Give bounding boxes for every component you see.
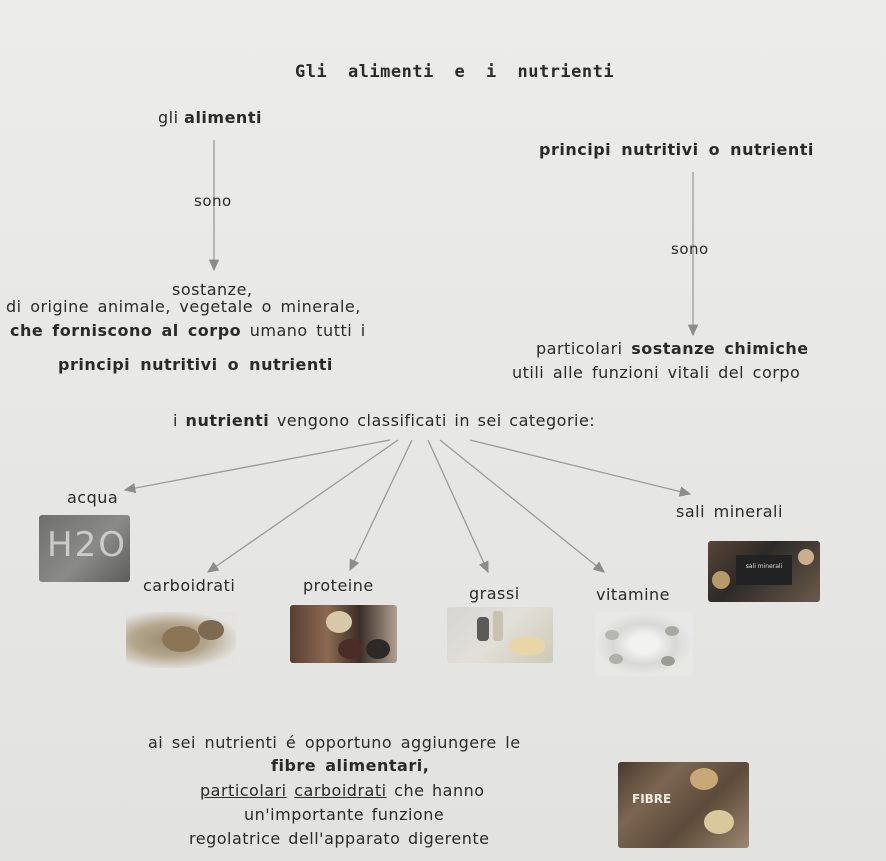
principi-heading: principi nutritivi o nutrienti (539, 140, 814, 159)
proteins-image (290, 605, 397, 663)
footer-underlined-particolari: particolari (200, 781, 287, 800)
carbohydrates-image (126, 612, 236, 668)
left-line-origine: di origine animale, vegetale o minerale, (6, 297, 361, 316)
right-line-bold: sostanze chimiche (631, 339, 809, 358)
left-line-forniscono-bold: che forniscono al corpo (10, 321, 242, 340)
footer-underlined-carboidrati: carboidrati (294, 781, 387, 800)
left-line-sostanze: sostanze, (172, 280, 253, 299)
left-line-forniscono: che forniscono al corpo umano tutti i (10, 321, 366, 340)
arrow-to-grassi (427, 439, 489, 574)
arrow-to-vitamine (439, 439, 606, 573)
category-grassi: grassi (469, 584, 520, 603)
classification-sentence: i nutrienti vengono classificati in sei … (173, 411, 595, 430)
alimenti-heading-bold: alimenti (184, 108, 262, 127)
footer-line-3: particolari carboidrati che hanno (200, 781, 485, 800)
category-acqua: acqua (67, 488, 119, 507)
water-image-label: H2O (47, 525, 127, 565)
page-title: Gli alimenti e i nutrienti (295, 62, 615, 82)
alimenti-heading-plain: gli (158, 108, 179, 127)
alimenti-heading: gli alimenti (158, 108, 262, 127)
footer-line-3-rest: che hanno (394, 781, 485, 800)
arrow-to-carboidrati (206, 439, 399, 573)
right-line-plain: particolari (536, 339, 623, 358)
water-image: H2O (39, 515, 130, 582)
classification-bold: nutrienti (185, 411, 270, 430)
right-line-sostanze-chimiche: particolari sostanze chimiche (536, 339, 809, 358)
left-line-forniscono-rest: umano tutti i (249, 321, 366, 340)
footer-line-1: ai sei nutrienti é opportuno aggiungere … (148, 733, 521, 752)
footer-line-5: regolatrice dell'apparato digerente (189, 829, 490, 848)
arrow-to-proteine (349, 439, 413, 572)
left-line-principi: principi nutritivi o nutrienti (58, 355, 333, 374)
fats-image (447, 607, 553, 663)
footer-line-4: un'importante funzione (244, 805, 445, 824)
category-sali-minerali: sali minerali (676, 502, 783, 521)
right-connector-sono: sono (671, 240, 709, 258)
category-vitamine: vitamine (596, 585, 671, 604)
vitamins-image (595, 612, 693, 676)
classification-rest: vengono classificati in sei categorie: (276, 411, 596, 430)
salts-image-label: sali minerali (745, 563, 783, 570)
right-line-funzioni: utili alle funzioni vitali del corpo (512, 363, 801, 382)
category-carboidrati: carboidrati (143, 576, 236, 595)
salts-image: sali minerali (708, 541, 820, 602)
fibre-image: FIBRE (618, 762, 749, 848)
left-connector-sono: sono (194, 192, 232, 210)
fibre-image-label: FIBRE (632, 792, 672, 806)
footer-line-2: fibre alimentari, (271, 756, 430, 775)
classification-prefix: i (173, 411, 178, 430)
arrow-to-sali-minerali (469, 439, 692, 497)
category-proteine: proteine (303, 576, 374, 595)
arrow-to-acqua (123, 439, 391, 494)
